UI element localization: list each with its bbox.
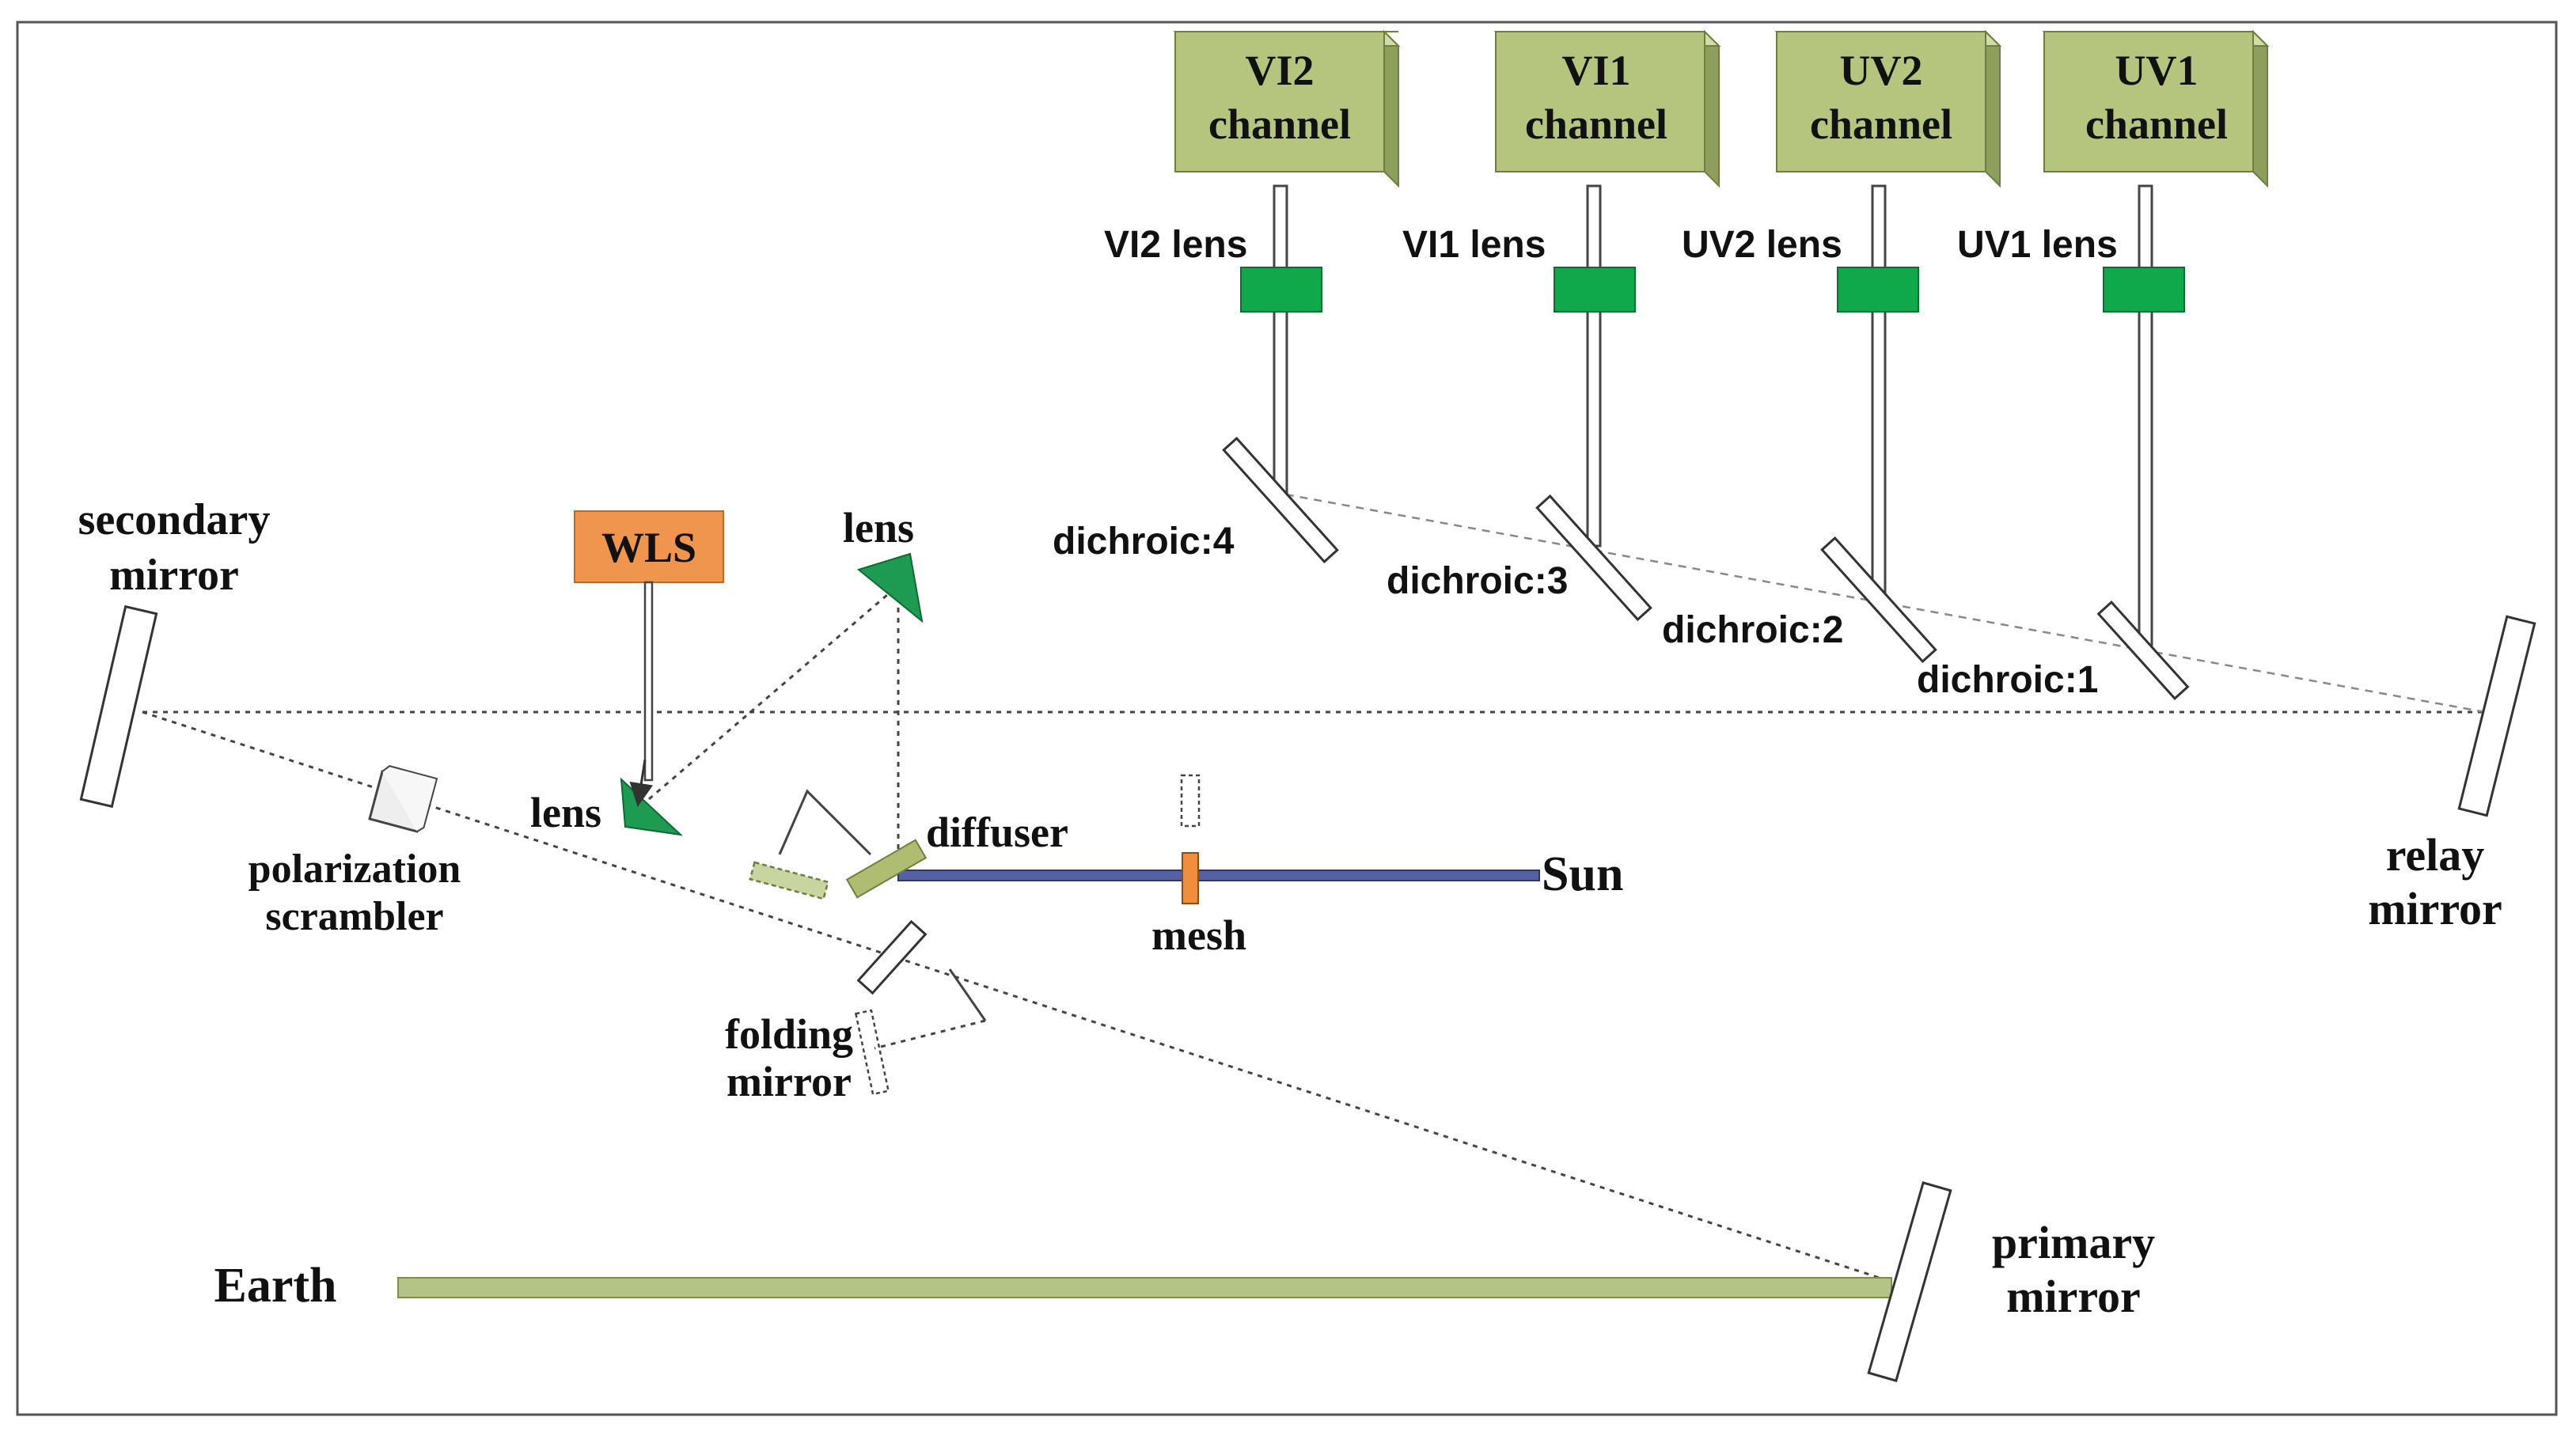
beam-lens-to-lens <box>648 584 899 801</box>
mesh-stowed-outline <box>1180 774 1201 828</box>
dichroic-2-label: dichroic:2 <box>1662 609 1843 651</box>
beam-relay-to-dichroics <box>1285 493 2486 714</box>
tube-uv1 <box>2138 184 2153 646</box>
channel-vi2 <box>1173 29 1401 188</box>
tube-vi1 <box>1586 184 1602 547</box>
lens-block-uv2 <box>1837 267 1919 313</box>
dichroic-4-label: dichroic:4 <box>1053 521 1235 563</box>
secondary-mirror-label-1: secondary <box>78 495 271 544</box>
folding-mirror <box>856 919 928 995</box>
wls-arrow <box>629 759 654 807</box>
channel-uv1 <box>2042 29 2270 188</box>
wls-box <box>574 510 724 583</box>
diffuser-icon <box>845 839 928 899</box>
relay-mirror-label-1: relay <box>2386 829 2485 881</box>
dichroic-1-label: dichroic:1 <box>1917 659 2098 701</box>
light-paths <box>142 493 2486 1283</box>
relay-mirror-label-2: mirror <box>2368 883 2502 934</box>
tube-uv2 <box>1871 184 1887 599</box>
lens-label-vi2: VI2 lens <box>1104 224 1247 266</box>
lens-label-uv2: UV2 lens <box>1682 224 1842 266</box>
earth-label: Earth <box>214 1259 337 1313</box>
lens-label-vi1: VI1 lens <box>1402 224 1546 266</box>
polarization-label-1: polarization <box>248 847 461 892</box>
wls-feed <box>643 581 654 782</box>
lens-block-vi1 <box>1554 267 1636 313</box>
diffuser-stowed <box>749 861 829 900</box>
mesh-label: mesh <box>1151 911 1246 959</box>
lens-lower-label: lens <box>530 789 601 836</box>
polarization-scrambler-icon <box>368 765 438 833</box>
mesh-icon <box>1182 852 1199 904</box>
channel-vi1 <box>1493 29 1721 188</box>
polarization-label-2: scrambler <box>265 894 443 939</box>
tube-vi2 <box>1273 184 1288 500</box>
lens-label-uv1: UV1 lens <box>1957 224 2118 266</box>
lens-block-uv1 <box>2103 267 2185 313</box>
diffuser-label: diffuser <box>926 809 1068 856</box>
channel-uv2 <box>1774 29 2002 188</box>
folding-mirror-label-2: mirror <box>727 1058 852 1105</box>
channel-uv1-subtitle: channel <box>2085 100 2228 148</box>
sun-label: Sun <box>1542 847 1623 901</box>
folding-mirror-stowed <box>854 1009 890 1096</box>
folding-deploy-path <box>948 968 987 1021</box>
channel-vi1-title: VI1 <box>1561 47 1630 94</box>
channel-vi1-subtitle: channel <box>1525 100 1667 148</box>
earth-bar <box>397 1277 1892 1298</box>
dichroic-3 <box>1535 494 1652 622</box>
secondary-mirror-label-2: mirror <box>109 551 239 600</box>
channel-vi2-subtitle: channel <box>1208 100 1351 148</box>
channel-uv1-title: UV1 <box>2115 47 2199 94</box>
primary-mirror-label-2: mirror <box>2006 1271 2141 1322</box>
secondary-mirror <box>79 604 158 809</box>
beam-secondary-to-primary <box>142 710 1892 1283</box>
dichroic-1 <box>2096 601 2190 700</box>
folding-deploy-dash <box>874 1019 986 1050</box>
sun-bar <box>897 870 1540 881</box>
channel-uv2-subtitle: channel <box>1810 100 1952 148</box>
wls-label: WLS <box>601 524 696 571</box>
channel-vi2-title: VI2 <box>1245 47 1314 94</box>
primary-mirror-label-1: primary <box>1992 1217 2155 1268</box>
relay-mirror <box>2457 615 2536 817</box>
dichroic-3-label: dichroic:3 <box>1387 560 1568 602</box>
lens-block-vi2 <box>1240 267 1322 313</box>
dichroic-2 <box>1820 536 1937 664</box>
channel-uv2-title: UV2 <box>1840 47 1923 94</box>
lens-upper-label: lens <box>843 504 914 551</box>
diffuser-deploy-path <box>778 789 872 856</box>
folding-mirror-label-1: folding <box>725 1010 853 1058</box>
primary-mirror <box>1867 1181 1952 1382</box>
lens-upper-icon <box>856 552 924 623</box>
dichroic-4 <box>1222 436 1339 564</box>
